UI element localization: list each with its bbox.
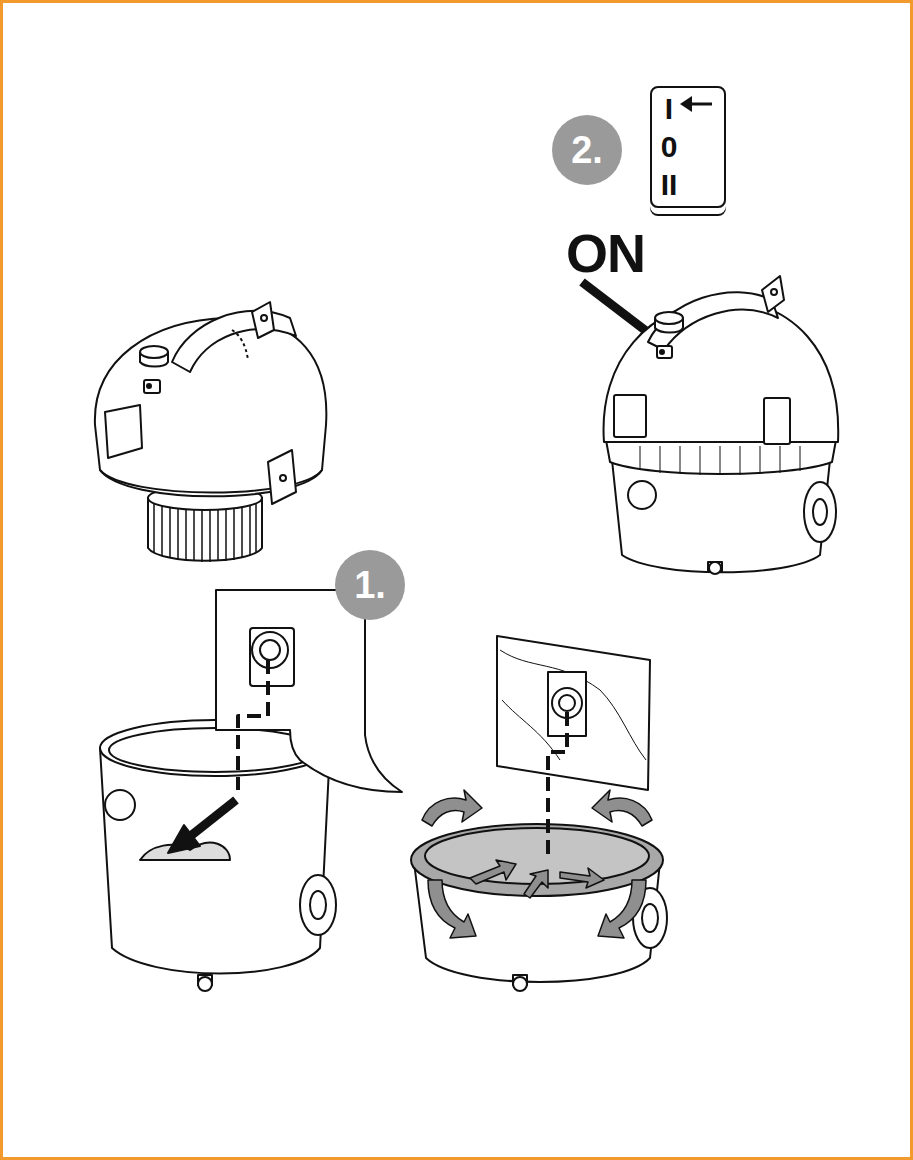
switch-position: 0 xyxy=(656,128,682,166)
switch-label: ON xyxy=(566,226,645,280)
step-number: 2. xyxy=(552,115,622,185)
insert-arrow xyxy=(168,800,236,853)
switch-position: II xyxy=(656,166,682,204)
container-paper-bag xyxy=(100,590,402,991)
step-number: 1. xyxy=(335,550,405,620)
guide-line xyxy=(238,660,268,790)
rocker-switch: I0II xyxy=(650,86,726,208)
step-number-text: 1. xyxy=(354,566,386,604)
step-number-text: 2. xyxy=(571,131,603,169)
switch-position: I xyxy=(656,90,682,128)
guide-line xyxy=(548,712,567,860)
vacuum-head xyxy=(95,302,326,562)
switch-arrow xyxy=(680,96,712,112)
vacuum-assembled xyxy=(604,276,839,574)
container-filter-bag xyxy=(411,636,667,991)
